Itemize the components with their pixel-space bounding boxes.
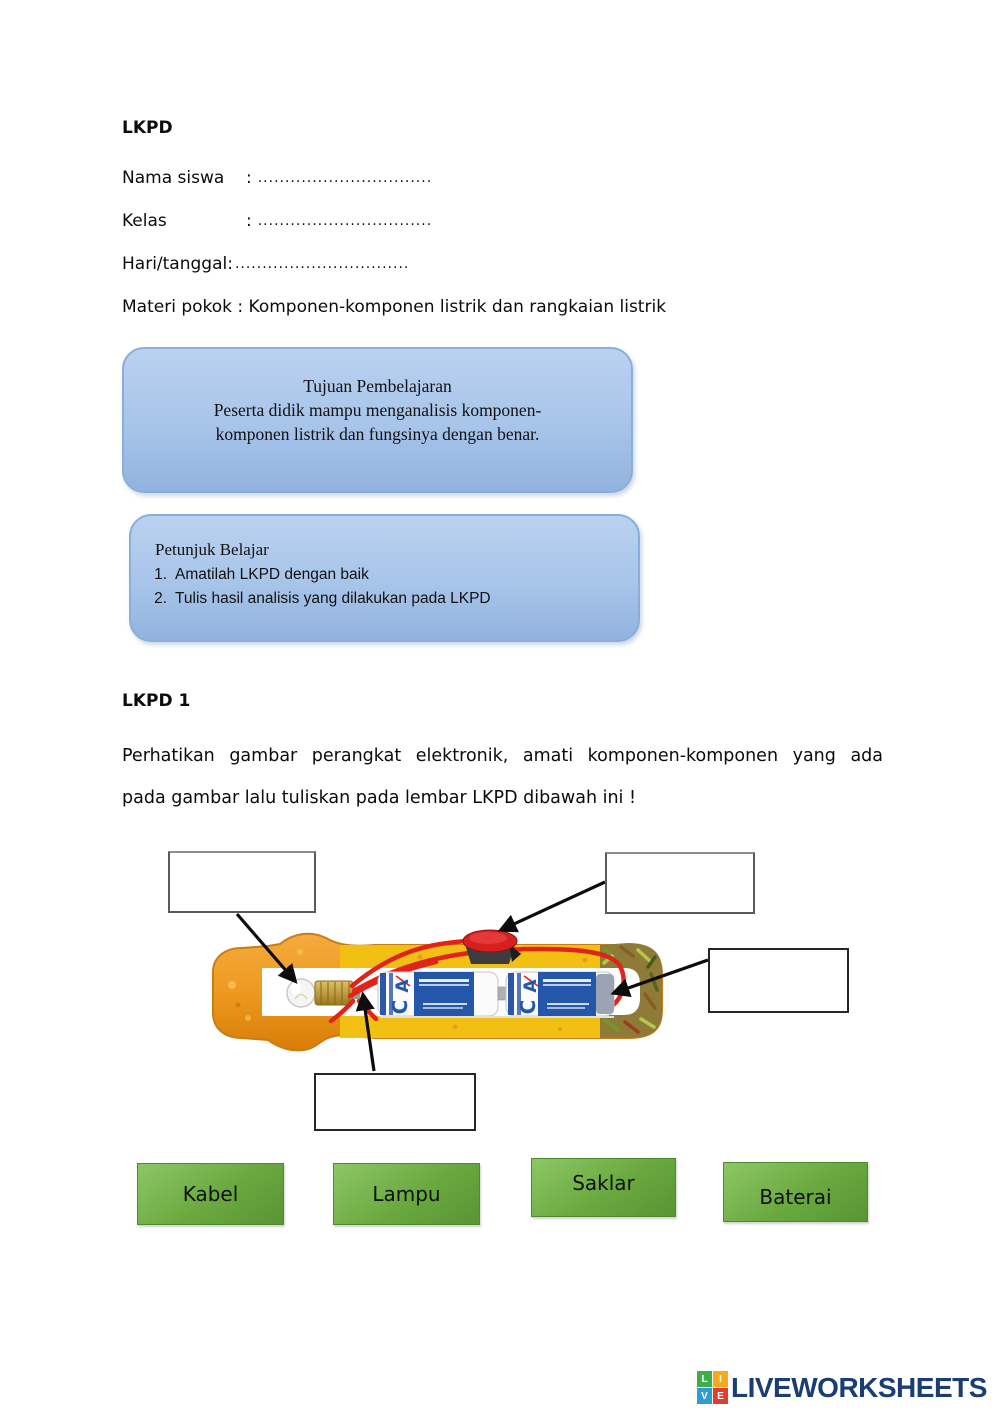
date-label: Hari/tanggal:	[122, 254, 233, 274]
page-title: LKPD	[122, 118, 173, 138]
arrow-to-switch	[497, 880, 606, 933]
date-blank[interactable]: ................................	[234, 256, 410, 272]
pointer-arrows	[235, 880, 709, 1072]
item-text: Tulis hasil analisis yang dilakukan pada…	[175, 590, 491, 607]
answer-box-top-right[interactable]	[605, 852, 755, 914]
word-tile-kabel[interactable]: Kabel	[137, 1163, 284, 1225]
word-tile-baterai[interactable]: Baterai	[723, 1162, 868, 1222]
objective-title: Tujuan Pembelajaran	[303, 376, 452, 396]
colon: :	[246, 168, 252, 188]
colon: :	[246, 211, 252, 231]
push-button-switch	[462, 929, 521, 964]
class-label: Kelas	[122, 211, 167, 231]
instructions-title: Petunjuk Belajar	[155, 540, 269, 559]
objective-line2: komponen listrik dan fungsinya dengan be…	[215, 424, 540, 444]
arrow-to-wire	[355, 991, 376, 1072]
battery-2: A C	[505, 971, 615, 1017]
battery-shadow	[380, 1016, 614, 1018]
battery-letter-c: C	[516, 1000, 540, 1015]
arrow-to-bulb	[235, 912, 298, 984]
circuit-figure: A C A C	[212, 880, 709, 1072]
yellow-frame	[340, 945, 632, 1038]
logo-square-l: L	[697, 1371, 712, 1387]
battery-letter-c: C	[388, 1000, 412, 1015]
objective-box: Tujuan Pembelajaran Peserta didik mampu …	[122, 347, 633, 493]
instruction-item: 2. Tulis hasil analisis yang dilakukan pa…	[141, 587, 638, 611]
student-name-label: Nama siswa	[122, 168, 225, 188]
instructions-box: Petunjuk Belajar 1. Amatilah LKPD dengan …	[129, 514, 640, 642]
brand-name: LIVEWORKSHEETS	[731, 1371, 987, 1403]
item-text: Amatilah LKPD dengan baik	[175, 566, 369, 583]
answer-box-top-left[interactable]	[168, 851, 316, 913]
student-name-blank[interactable]: ................................	[257, 170, 433, 186]
word-tile-lampu[interactable]: Lampu	[333, 1163, 480, 1225]
section-title: LKPD 1	[122, 691, 191, 711]
battery-1: A C	[377, 971, 507, 1017]
logo-square-e: E	[713, 1388, 728, 1404]
item-number: 2.	[154, 590, 167, 607]
logo-square-v: V	[697, 1388, 712, 1404]
answer-box-right[interactable]	[708, 948, 849, 1013]
battery-letter-a: A	[521, 979, 541, 993]
liveworksheets-logo-icon: L I V E	[697, 1371, 728, 1404]
liveworksheets-logo: L I V E LIVEWORKSHEETS	[697, 1371, 987, 1404]
answer-box-bottom[interactable]	[314, 1073, 476, 1131]
arrow-to-battery	[610, 958, 709, 997]
field-date: Hari/tanggal:...........................…	[122, 254, 409, 274]
word-tile-saklar[interactable]: Saklar	[531, 1158, 676, 1217]
bottle-bottom-cap	[600, 943, 662, 1038]
class-blank[interactable]: ................................	[257, 213, 433, 229]
topic-line: Materi pokok : Komponen-komponen listrik…	[122, 297, 667, 317]
item-number: 1.	[154, 566, 167, 583]
task-instruction-line1: Perhatikan gambar perangkat elektronik, …	[122, 746, 884, 766]
battery-letter-a: A	[393, 979, 413, 993]
objective-line1: Peserta didik mampu menganalisis kompone…	[213, 400, 542, 420]
task-instruction-line2: pada gambar lalu tuliskan pada lembar LK…	[122, 788, 636, 808]
logo-square-i: I	[713, 1371, 728, 1387]
field-class: Kelas:................................	[122, 211, 432, 231]
field-student-name: Nama siswa:.............................…	[122, 168, 432, 188]
light-bulb	[286, 978, 360, 1008]
instruction-item: 1. Amatilah LKPD dengan baik	[141, 563, 638, 587]
